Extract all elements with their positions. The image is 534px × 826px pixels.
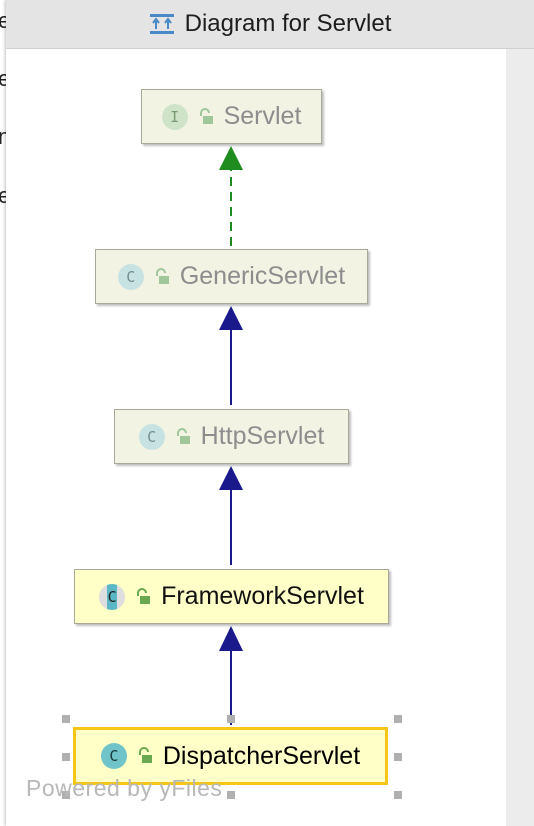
abstract-class-icon: C (99, 583, 126, 610)
resize-handle[interactable] (394, 791, 402, 799)
abstract-class-icon: C (117, 263, 144, 290)
class-icon: C (100, 743, 127, 769)
popup-side-gutter (506, 49, 534, 826)
node-framework-servlet[interactable]: C FrameworkServlet (74, 569, 389, 624)
resize-handle[interactable] (394, 715, 402, 723)
node-label: Servlet (223, 102, 302, 130)
popup-title: Diagram for Servlet (184, 10, 392, 37)
node-dispatcher-servlet[interactable]: C DispatcherServlet (73, 727, 388, 785)
public-lock-icon (137, 747, 153, 765)
public-lock-icon (135, 587, 151, 606)
abstract-class-icon: C (138, 423, 165, 450)
editor-text-fragment: e (0, 183, 10, 209)
editor-text-fragment: n (0, 124, 10, 150)
node-label: GenericServlet (179, 262, 346, 290)
popup-titlebar[interactable]: Diagram for Servlet (6, 0, 534, 49)
public-lock-icon (175, 427, 191, 446)
node-label: FrameworkServlet (161, 582, 364, 610)
diagram-canvas[interactable]: I Servlet C GenericServlet C HttpServlet… (6, 49, 506, 826)
node-label: HttpServlet (200, 422, 325, 450)
diagram-icon (149, 13, 175, 35)
edge-extends (219, 306, 243, 405)
resize-handle[interactable] (394, 753, 402, 761)
resize-handle[interactable] (227, 715, 235, 723)
powered-by-watermark: Powered by yFiles (26, 775, 223, 801)
diagram-popup: Diagram for Servlet I (6, 0, 534, 826)
editor-text-fragment: e (0, 66, 10, 92)
edge-extends (219, 626, 243, 725)
editor-text-fragment: e (0, 8, 10, 34)
resize-handle[interactable] (62, 791, 70, 799)
node-servlet[interactable]: I Servlet (141, 89, 322, 144)
diagram-edges (219, 146, 243, 725)
resize-handle[interactable] (62, 715, 70, 723)
resize-handle[interactable] (62, 753, 70, 761)
interface-icon: I (161, 103, 188, 130)
public-lock-icon (154, 267, 170, 286)
node-label: DispatcherServlet (162, 741, 361, 770)
edge-implements (219, 146, 243, 246)
resize-handle[interactable] (227, 791, 235, 799)
edge-extends (219, 466, 243, 565)
node-http-servlet[interactable]: C HttpServlet (114, 409, 349, 464)
public-lock-icon (198, 107, 214, 126)
node-generic-servlet[interactable]: C GenericServlet (95, 249, 368, 304)
